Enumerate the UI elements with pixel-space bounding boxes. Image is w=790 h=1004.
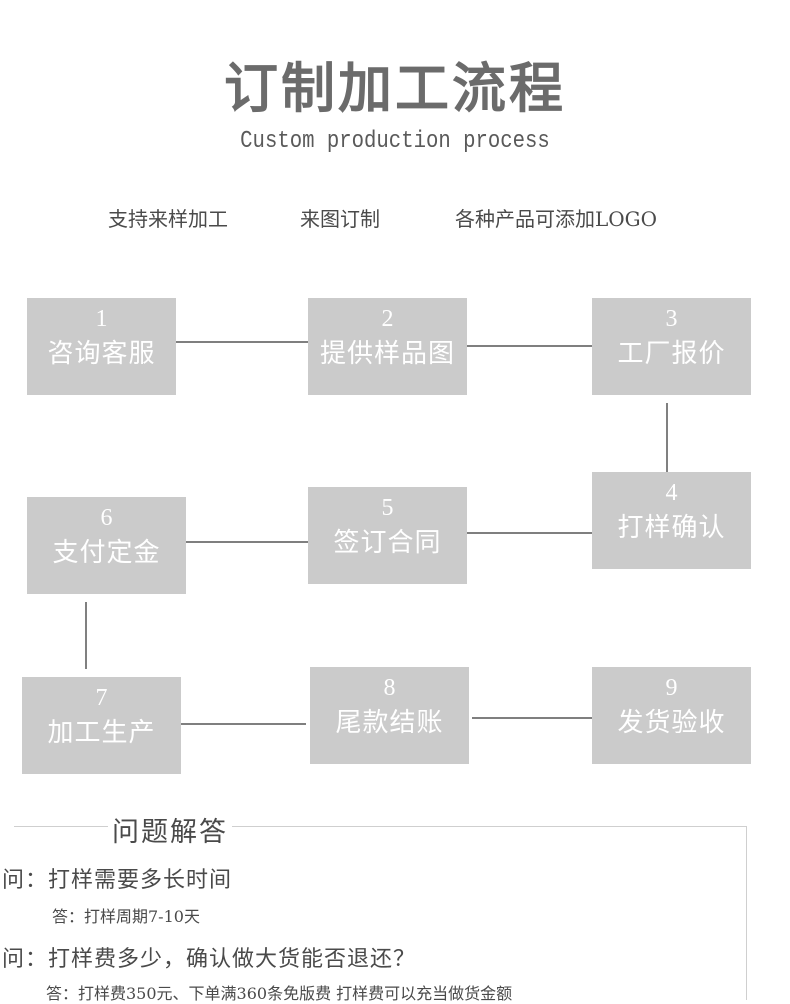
step-box-5: 5 签订合同 — [308, 487, 467, 584]
feature-sample-processing: 支持来样加工 — [108, 207, 228, 231]
page-title: 订制加工流程 — [224, 56, 566, 120]
step-number: 6 — [100, 505, 113, 531]
faq-question-1: 问：打样需要多长时间 — [2, 868, 233, 893]
step-number: 1 — [95, 306, 108, 332]
step-box-7: 7 加工生产 — [22, 677, 181, 774]
step-box-9: 9 发货验收 — [592, 667, 751, 764]
page-subtitle: Custom production process — [240, 128, 550, 155]
step-label: 加工生产 — [47, 718, 156, 748]
step-box-3: 3 工厂报价 — [592, 298, 751, 395]
step-number: 8 — [383, 675, 396, 701]
step-number: 2 — [381, 306, 394, 332]
feature-custom-drawing: 来图订制 — [300, 207, 380, 231]
step-label: 咨询客服 — [47, 339, 156, 369]
faq-answer-2: 答：打样费350元、下单满360条免版费 打样费可以充当做货金额 — [46, 984, 513, 1003]
faq-answer-1: 答：打样周期7-10天 — [52, 907, 200, 926]
step-label: 签订合同 — [333, 528, 442, 558]
step-box-1: 1 咨询客服 — [27, 298, 176, 395]
step-number: 7 — [95, 685, 108, 711]
faq-question-2: 问：打样费多少，确认做大货能否退还？ — [2, 947, 417, 972]
faq-border-top — [14, 826, 747, 827]
step-number: 5 — [381, 495, 394, 521]
flow-connectors — [85, 341, 668, 725]
faq-border-right — [746, 826, 747, 1000]
step-box-6: 6 支付定金 — [27, 497, 186, 594]
step-label: 提供样品图 — [319, 339, 455, 369]
step-label: 打样确认 — [617, 513, 726, 543]
feature-logo: 各种产品可添加LOGO — [455, 207, 658, 231]
step-box-2: 2 提供样品图 — [308, 298, 467, 395]
step-number: 9 — [665, 675, 678, 701]
step-number: 4 — [665, 480, 678, 506]
step-label: 工厂报价 — [617, 339, 726, 369]
step-number: 3 — [665, 306, 678, 332]
step-box-4: 4 打样确认 — [592, 472, 751, 569]
step-label: 发货验收 — [617, 708, 726, 738]
faq-title: 问题解答 — [108, 810, 232, 849]
step-label: 尾款结账 — [335, 708, 444, 738]
step-label: 支付定金 — [52, 538, 161, 568]
step-box-8: 8 尾款结账 — [310, 667, 469, 764]
